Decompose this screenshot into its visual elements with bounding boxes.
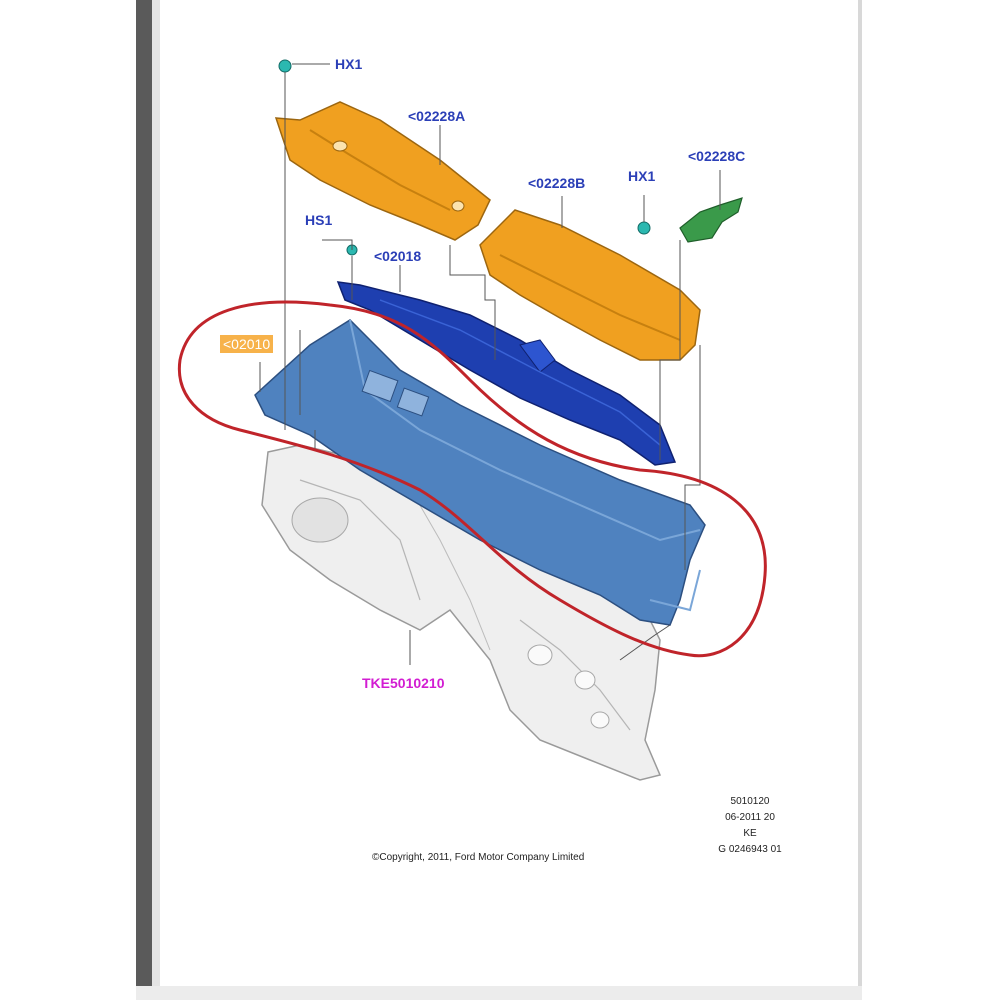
cowl-grille-b-part bbox=[479, 209, 701, 361]
callout-02228a: <02228A bbox=[408, 108, 466, 124]
cowl-grille-a-part bbox=[274, 101, 491, 241]
fastener-hx1-right bbox=[637, 221, 651, 235]
ref-line-4: G 0246943 01 bbox=[718, 844, 782, 855]
callout-tke5010210: TKE5010210 bbox=[362, 675, 445, 691]
ref-line-3: KE bbox=[743, 828, 757, 839]
callout-02018: <02018 bbox=[374, 248, 422, 264]
copyright-text: ©Copyright, 2011, Ford Motor Company Lim… bbox=[372, 852, 585, 863]
fastener-hx1-top bbox=[278, 59, 292, 73]
red-highlight-circle bbox=[177, 300, 767, 658]
viewer-right-frame bbox=[858, 0, 862, 1000]
leader-lines bbox=[259, 63, 721, 665]
callout-hx1-top: HX1 bbox=[335, 56, 363, 72]
viewer-left-margin bbox=[152, 0, 160, 1000]
callout-02228b: <02228B bbox=[528, 175, 586, 191]
ref-line-1: 5010120 bbox=[730, 796, 770, 807]
callout-hx1-right: HX1 bbox=[628, 168, 656, 184]
viewer-left-frame bbox=[136, 0, 152, 1000]
cowl-panel-part bbox=[254, 319, 706, 626]
ref-line-2: 06-2011 20 bbox=[725, 812, 775, 823]
viewer-bottom-frame bbox=[136, 986, 862, 1000]
callout-02010: <02010 bbox=[220, 335, 274, 353]
bracket-part bbox=[679, 197, 743, 243]
callout-hs1: HS1 bbox=[305, 212, 333, 228]
callout-02228c: <02228C bbox=[688, 148, 746, 164]
reinforcement-part bbox=[336, 281, 677, 466]
